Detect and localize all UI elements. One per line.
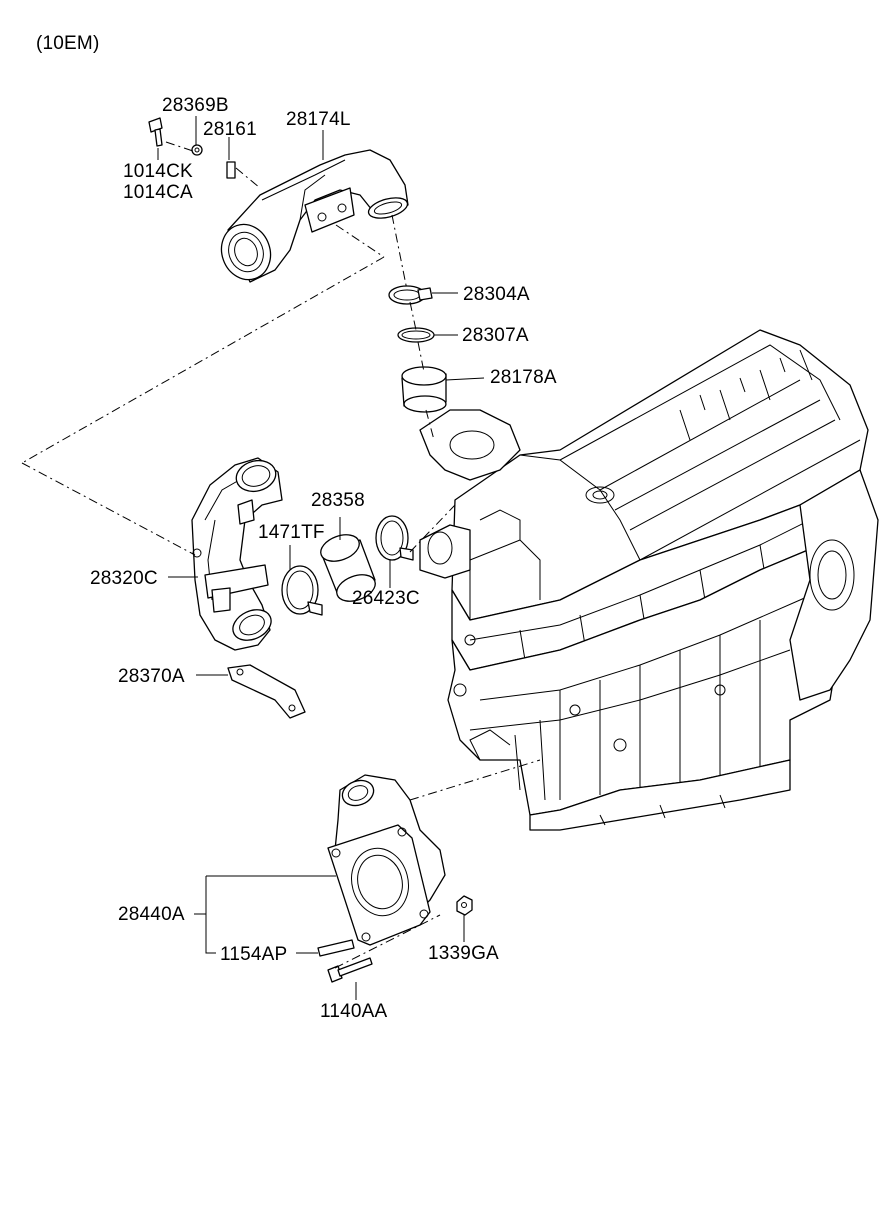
- clamp-1471TF: [281, 565, 323, 616]
- part-label-26423C: 26423C: [352, 588, 420, 609]
- part-label-28304A: 28304A: [463, 284, 530, 305]
- bolt-1140AA: [327, 957, 373, 983]
- assembly-dash-lines: [21, 141, 541, 969]
- sleeve-28178A: [401, 366, 447, 413]
- part-label-1471TF: 1471TF: [258, 522, 325, 543]
- part-label-1339GA: 1339GA: [428, 943, 499, 964]
- nut-28369B: [191, 144, 203, 156]
- variant-label: (10EM): [36, 33, 100, 54]
- part-label-1140AA: 1140AA: [320, 1001, 388, 1022]
- bolt-1014CK: [148, 117, 163, 147]
- throttle-elbow-28440A: [327, 774, 446, 946]
- part-label-28161: 28161: [203, 119, 257, 140]
- stud-1154AP: [317, 939, 355, 957]
- part-label-28174L: 28174L: [286, 109, 351, 130]
- pin-28161: [226, 161, 236, 179]
- part-label-1154AP: 1154AP: [220, 944, 288, 965]
- part-label-28307A: 28307A: [462, 325, 529, 346]
- engine-block: [419, 329, 879, 831]
- clamp-26423C: [375, 515, 414, 561]
- upper-pipe-28174L: [220, 149, 409, 283]
- nut-1339GA: [456, 895, 473, 916]
- part-label-1014CK: 1014CK: [123, 161, 193, 182]
- part-label-1014CA: 1014CA: [123, 182, 193, 203]
- clamp-28304A: [388, 285, 433, 305]
- part-label-28358: 28358: [311, 490, 365, 511]
- bracket-28370A: [227, 664, 306, 719]
- intake-pipe-28320C: [191, 457, 283, 651]
- part-label-28370A: 28370A: [118, 666, 185, 687]
- part-label-28320C: 28320C: [90, 568, 158, 589]
- part-label-28440A: 28440A: [118, 904, 185, 925]
- leader-lines: [157, 116, 485, 1000]
- part-label-28178A: 28178A: [490, 367, 557, 388]
- part-label-28369B: 28369B: [162, 95, 229, 116]
- hose-28358: [320, 534, 376, 602]
- o-ring-28307A: [397, 327, 435, 343]
